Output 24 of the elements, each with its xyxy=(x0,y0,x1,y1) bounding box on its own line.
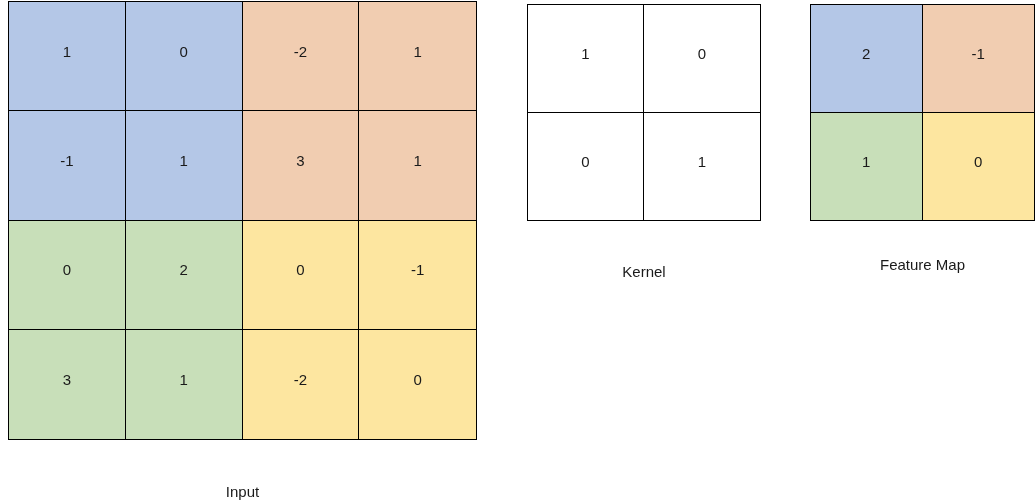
grid-cell: -1 xyxy=(9,111,126,221)
grid-cell: 0 xyxy=(125,2,243,112)
grid-cell: 2 xyxy=(811,5,923,113)
grid-cell: 1 xyxy=(125,329,243,439)
matrix-title: Input xyxy=(224,482,261,501)
grid-cell: 1 xyxy=(125,111,243,221)
grid-cell: -1 xyxy=(359,220,476,330)
grid-cell: 0 xyxy=(359,329,476,439)
grid-cell: 3 xyxy=(242,111,360,221)
grid-cell: 2 xyxy=(125,220,243,330)
grid-cell: -2 xyxy=(242,2,360,112)
grid-cell: 1 xyxy=(811,112,923,220)
grid-cell: -2 xyxy=(242,329,360,439)
grid-cell: 1 xyxy=(359,111,476,221)
grid-cell: 1 xyxy=(9,2,126,112)
grid-cell: 0 xyxy=(242,220,360,330)
grid-cell: 0 xyxy=(9,220,126,330)
grid-cell: -1 xyxy=(922,5,1034,113)
grid-cell: 0 xyxy=(922,112,1034,220)
matrix-title: Kernel xyxy=(621,262,667,282)
grid-cell: 3 xyxy=(9,329,126,439)
matrix-title: Feature Map xyxy=(878,255,966,275)
grid-cell: 1 xyxy=(528,5,644,113)
grid-cell: 1 xyxy=(359,2,476,112)
